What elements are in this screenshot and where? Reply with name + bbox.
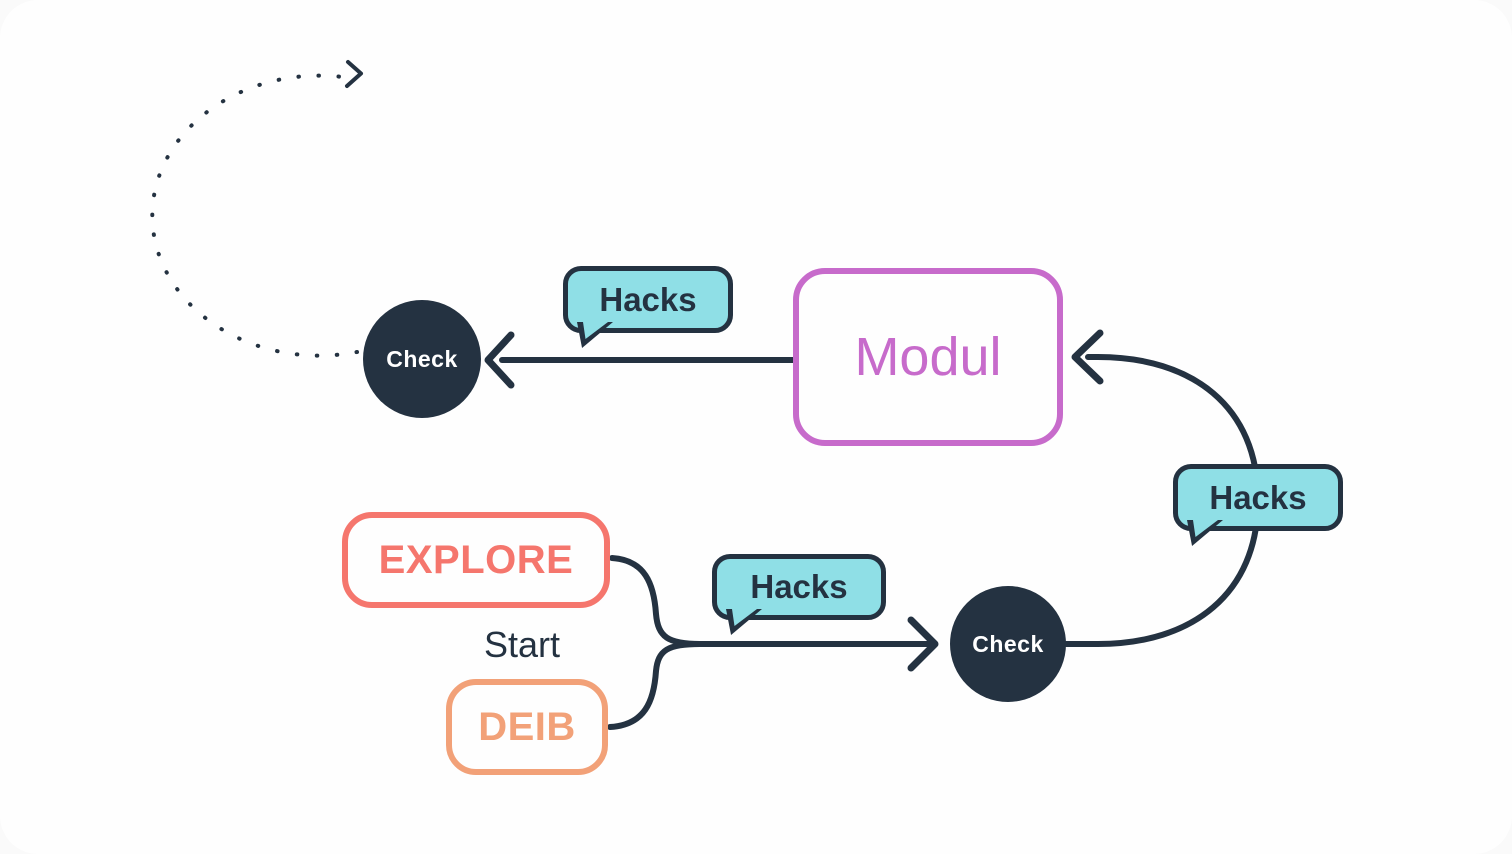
deib-node-label: DEIB (478, 704, 576, 749)
hacks-bubble-top[interactable]: Hacks (563, 266, 733, 333)
explore-branch-curve (609, 555, 703, 647)
hacks-bubble-top-label: Hacks (599, 280, 697, 318)
deib-branch-curve (607, 641, 703, 730)
modul-node-label: Modul (854, 327, 1002, 387)
hacks-bubble-right-label: Hacks (1209, 478, 1307, 516)
hacks-bubble-middle[interactable]: Hacks (712, 554, 886, 620)
deib-node[interactable]: DEIB (446, 679, 608, 775)
dotted-loop-path (150, 73, 359, 358)
check-node-top-label: Check (386, 345, 458, 372)
arrow-start-to-check-bottom (607, 555, 939, 730)
modul-node[interactable]: Modul (793, 268, 1063, 446)
arrowhead-left-icon (484, 331, 515, 389)
arrowhead-left-icon (1071, 329, 1104, 385)
explore-node-label: EXPLORE (378, 537, 574, 582)
hacks-bubble-right[interactable]: Hacks (1173, 464, 1343, 531)
arrow-modul-to-check-top (484, 331, 799, 389)
check-node-bottom-label: Check (972, 630, 1044, 657)
dotted-loop-arrow (150, 60, 363, 358)
explore-node[interactable]: EXPLORE (342, 512, 610, 608)
start-label: Start (484, 624, 561, 665)
hacks-bubble-middle-label: Hacks (750, 568, 848, 605)
check-node-bottom[interactable]: Check (950, 586, 1066, 702)
arrowhead-right-icon (345, 60, 363, 88)
check-node-top[interactable]: Check (363, 300, 481, 418)
arrowhead-right-icon (907, 616, 939, 672)
